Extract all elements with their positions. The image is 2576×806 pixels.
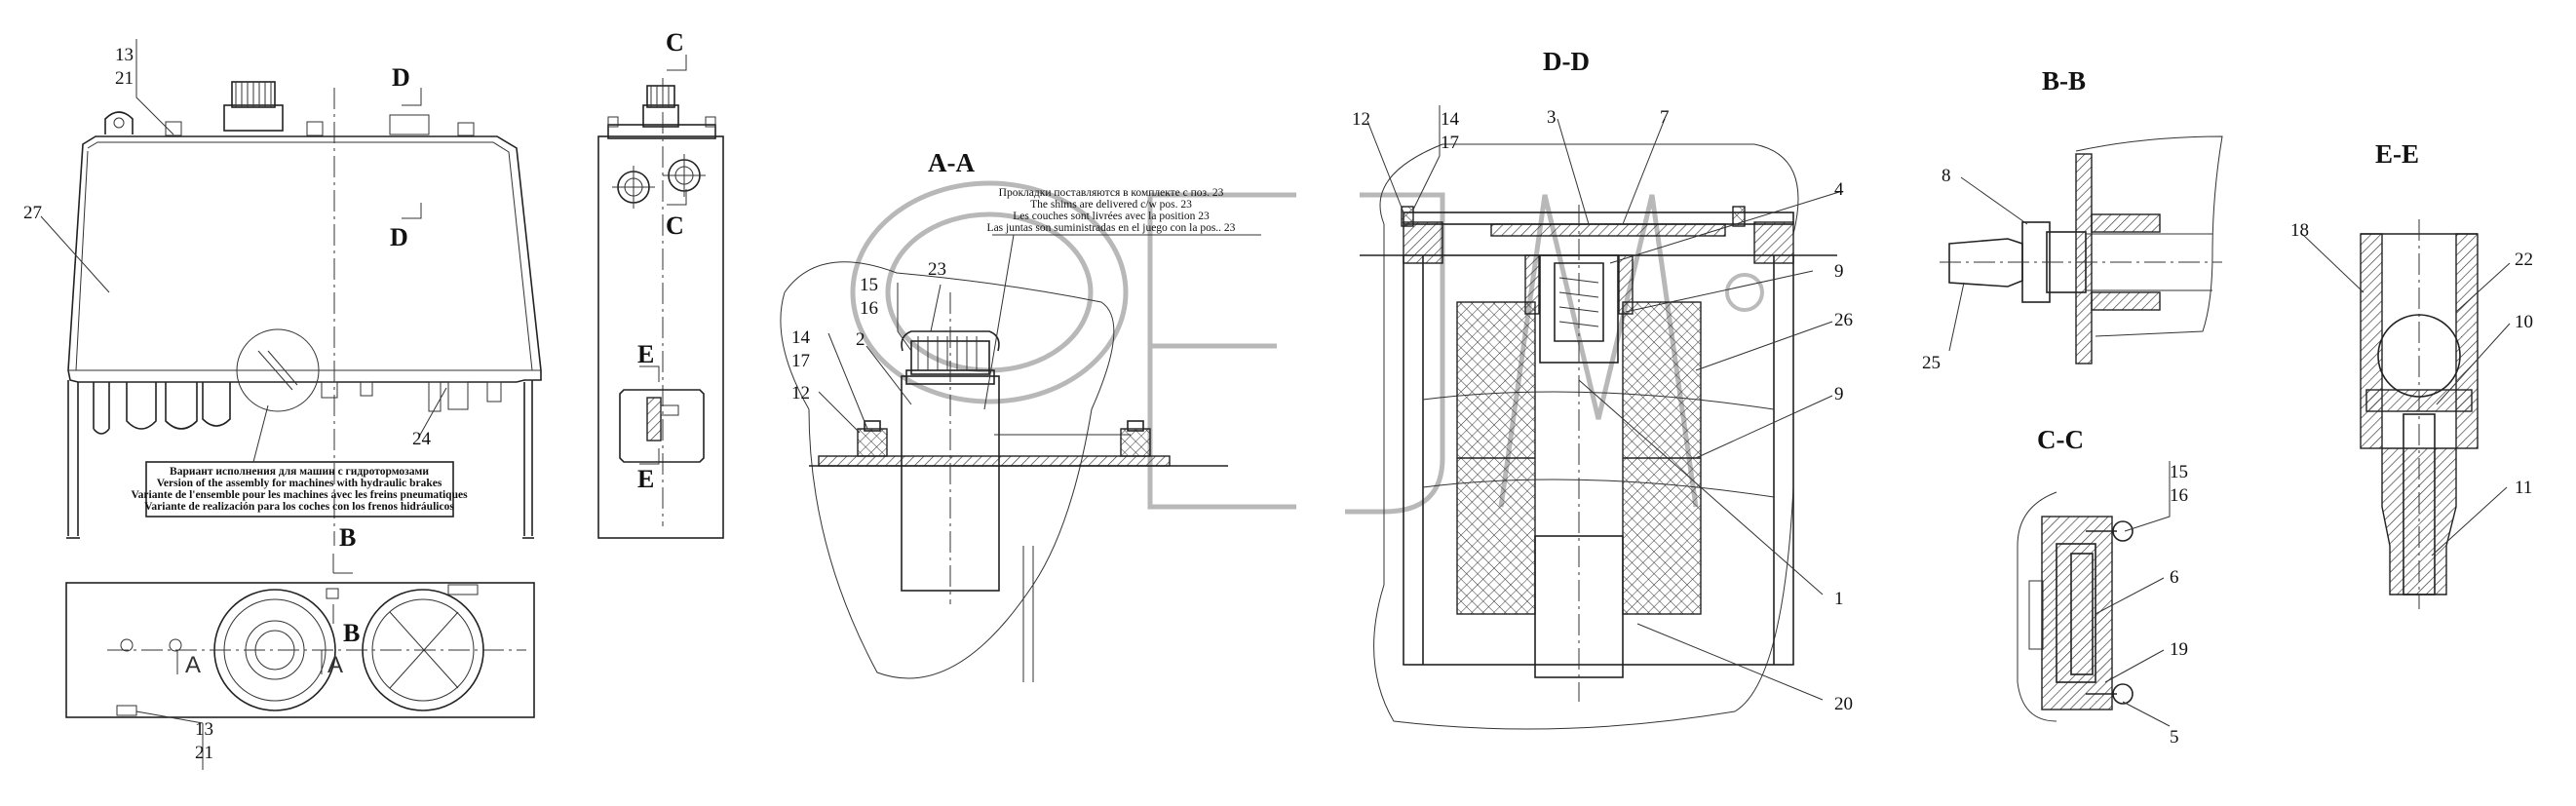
pos-26: 26	[1834, 310, 1853, 330]
pos-12-dd: 12	[1352, 109, 1370, 130]
pos-20: 20	[1834, 694, 1853, 714]
cut-plane-marks: D D C C E E B B A A	[176, 28, 687, 678]
section-title-aa: A-A	[928, 148, 975, 177]
pos-12-aa: 12	[791, 383, 810, 403]
pos-25: 25	[1922, 353, 1941, 373]
pos-14-dd: 14	[1441, 109, 1460, 130]
pos-18: 18	[2290, 220, 2309, 241]
section-ee-view	[2360, 219, 2479, 609]
pos-7: 7	[1660, 107, 1670, 128]
pos-4: 4	[1834, 179, 1844, 200]
pos-14-aa: 14	[791, 327, 811, 348]
pos-2: 2	[856, 329, 865, 350]
pos-16-cc: 16	[2170, 485, 2188, 506]
section-bb-view	[1940, 135, 2223, 365]
cut-mark-d-bottom: D	[390, 223, 408, 251]
cut-mark-d-top: D	[392, 63, 410, 92]
pos-27: 27	[23, 203, 42, 223]
tank-top-view	[65, 582, 535, 718]
section-titles: A-A D-D B-B C-C E-E	[928, 47, 2419, 454]
note-hydraulic-es: Variante de realización para los coches …	[144, 501, 454, 513]
tank-side-view	[597, 78, 724, 539]
pos-19: 19	[2170, 639, 2188, 660]
pos-13-top: 13	[195, 719, 213, 740]
note-hydraulic-ru: Вариант исполнения для машин с гидроторм…	[170, 466, 429, 478]
note-hydraulic-en: Version of the assembly for machines wit…	[157, 478, 442, 489]
pos-21-top: 21	[195, 743, 213, 763]
pos-13-front: 13	[115, 45, 134, 65]
note-shims: Прокладки поставляются в комплекте с поз…	[983, 187, 1261, 410]
cut-mark-b-bottom: B	[343, 619, 360, 647]
pos-16-aa: 16	[860, 298, 878, 319]
note-shims-ru: Прокладки поставляются в комплекте с поз…	[999, 187, 1224, 199]
pos-22: 22	[2515, 249, 2533, 270]
pos-15-aa: 15	[860, 275, 878, 295]
tank-front-view	[66, 81, 542, 546]
position-labels: 13 21 27 24 13 21 23 15 16 2 14 17 12 12…	[23, 45, 2533, 763]
section-title-bb: B-B	[2042, 66, 2086, 96]
note-shims-en: The shims are delivered c/w pos. 23	[1030, 199, 1192, 211]
pos-5: 5	[2170, 727, 2179, 748]
pos-8: 8	[1942, 166, 1951, 186]
note-shims-fr: Les couches sont livrées avec la positio…	[1013, 211, 1210, 222]
section-dd-view	[1360, 143, 1837, 730]
pos-17-aa: 17	[791, 351, 810, 371]
pos-21-front: 21	[115, 68, 134, 89]
note-hydraulic: Вариант исполнения для машин с гидроторм…	[131, 404, 468, 513]
section-aa-view	[780, 261, 1228, 682]
section-title-ee: E-E	[2375, 139, 2419, 169]
cut-mark-b-top: B	[339, 523, 356, 552]
pos-9-upper: 9	[1834, 261, 1844, 282]
pos-24: 24	[412, 429, 432, 449]
cut-mark-a-right: A	[327, 652, 343, 678]
pos-3: 3	[1547, 107, 1557, 128]
section-title-cc: C-C	[2037, 425, 2084, 454]
pos-11: 11	[2515, 478, 2532, 498]
pos-9-lower: 9	[1834, 384, 1844, 404]
pos-10: 10	[2515, 312, 2533, 332]
note-hydraulic-fr: Variante de l'ensemble pour les machines…	[131, 489, 468, 501]
cut-mark-e-top: E	[637, 340, 654, 368]
pos-1: 1	[1834, 589, 1844, 609]
pos-15-cc: 15	[2170, 462, 2188, 482]
pos-23: 23	[928, 259, 946, 280]
cut-mark-a-left: A	[185, 652, 201, 678]
cut-mark-e-bottom: E	[637, 465, 654, 493]
pos-17-dd: 17	[1441, 133, 1459, 153]
note-shims-es: Las juntas son suministradas en el juego…	[987, 222, 1236, 234]
pos-6: 6	[2170, 567, 2179, 588]
cut-mark-c-bottom: C	[666, 211, 684, 240]
leader-lines	[40, 39, 2511, 770]
cut-mark-c-top: C	[666, 28, 684, 57]
section-title-dd: D-D	[1543, 47, 1590, 76]
section-cc-view	[2017, 491, 2134, 722]
